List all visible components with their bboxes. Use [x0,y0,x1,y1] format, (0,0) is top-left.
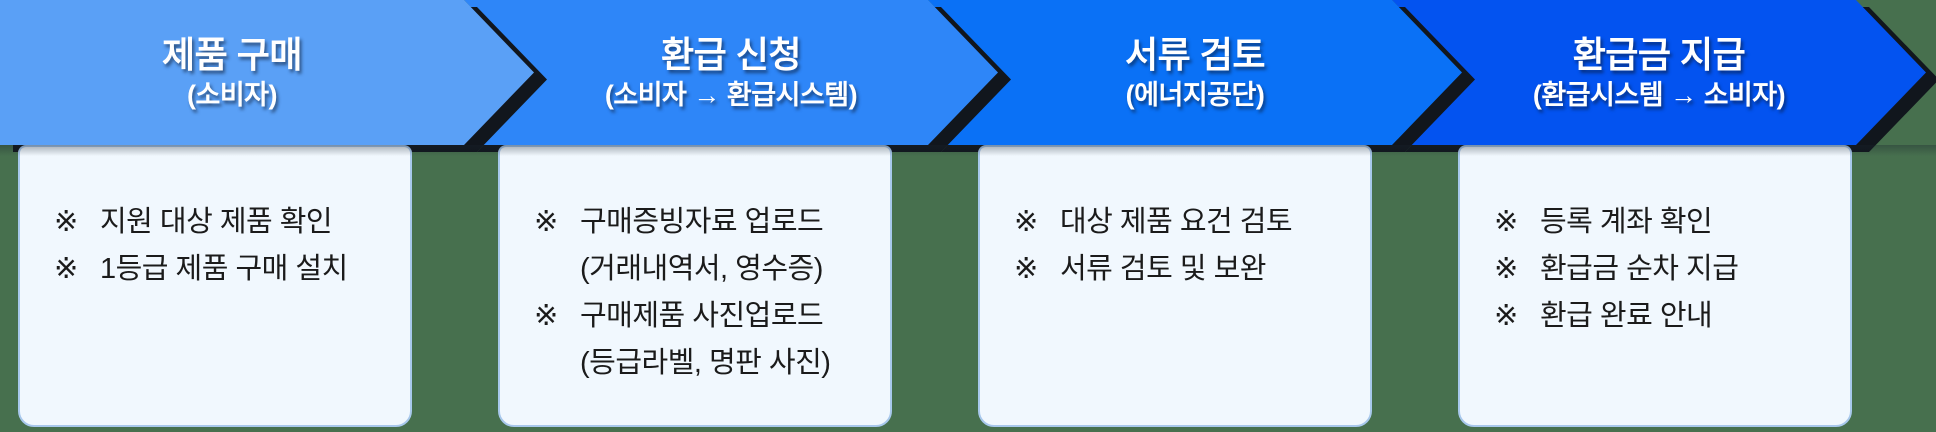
card-item-text: 환급금 순차 지급 [1540,253,1739,285]
step-title: 환급금 지급 [1572,33,1746,75]
reference-mark-icon: ※ [1014,206,1038,238]
card-item-text: 환급 완료 안내 [1540,300,1713,332]
card-item-text: 서류 검토 및 보완 [1060,253,1266,285]
reference-mark-icon: ※ [54,206,78,238]
card-item-text: 1등급 제품 구매 설치 [100,253,348,285]
card-item: ※ 환급금 순차 지급 [1494,246,1840,293]
step-title: 제품 구매 [162,33,302,75]
arrow-fill: 환급 신청 (소비자 → 환급시스템) [464,0,998,145]
arrow-fill: 환급금 지급 (환급시스템 → 소비자) [1392,0,1926,145]
card-item-text: (등급라벨, 명판 사진) [580,347,831,379]
step-card: ※ 구매증빙자료 업로드 (거래내역서, 영수증) ※ 구매제품 사진업로드 (등급라벨,… [498,145,892,427]
step-card: ※ 등록 계좌 확인 ※ 환급금 순차 지급 ※ 환급 완료 안내 [1458,145,1852,427]
step-arrow: 환급금 지급 (환급시스템 → 소비자) [1392,0,1936,152]
card-item: ※ 등록 계좌 확인 [1494,199,1840,246]
card-item-sub: (등급라벨, 명판 사진) [534,340,880,387]
card-item-text: 등록 계좌 확인 [1540,206,1713,238]
arrow-fill: 서류 검토 (에너지공단) [928,0,1462,145]
step-card: ※ 대상 제품 요건 검토 ※ 서류 검토 및 보완 [978,145,1372,427]
card-item: ※ 1등급 제품 구매 설치 [54,246,400,293]
card-item-sub: (거래내역서, 영수증) [534,246,880,293]
card-item-text: 구매증빙자료 업로드 [580,206,824,238]
reference-mark-icon: ※ [54,253,78,285]
step-arrow: 서류 검토 (에너지공단) [928,0,1475,152]
step-arrow: 환급 신청 (소비자 → 환급시스템) [464,0,1011,152]
arrow-fill: 제품 구매 (소비자) [0,0,534,145]
card-item: ※ 지원 대상 제품 확인 [54,199,400,246]
card-item-text: 지원 대상 제품 확인 [100,206,333,238]
reference-mark-icon: ※ [1494,300,1518,332]
step-arrow: 제품 구매 (소비자) [0,0,547,152]
reference-mark-icon: ※ [1014,253,1038,285]
card-item-text: 구매제품 사진업로드 [580,300,824,332]
card-item-text: (거래내역서, 영수증) [580,253,823,285]
card-item: ※ 서류 검토 및 보완 [1014,246,1360,293]
step-title: 서류 검토 [1125,33,1265,75]
card-item-text: 대상 제품 요건 검토 [1060,206,1293,238]
step-title: 환급 신청 [661,33,801,75]
step-subtitle: (에너지공단) [1125,79,1265,110]
reference-mark-icon: ※ [534,206,558,238]
card-item: ※ 구매제품 사진업로드 [534,293,880,340]
step-subtitle: (환급시스템 → 소비자) [1532,79,1786,110]
card-item: ※ 구매증빙자료 업로드 [534,199,880,246]
step-card: ※ 지원 대상 제품 확인 ※ 1등급 제품 구매 설치 [18,145,412,427]
reference-mark-icon: ※ [1494,253,1518,285]
card-item: ※ 대상 제품 요건 검토 [1014,199,1360,246]
reference-mark-icon: ※ [534,300,558,332]
step-subtitle: (소비자) [186,79,278,110]
reference-mark-icon: ※ [1494,206,1518,238]
card-item: ※ 환급 완료 안내 [1494,293,1840,340]
step-subtitle: (소비자 → 환급시스템) [604,79,858,110]
